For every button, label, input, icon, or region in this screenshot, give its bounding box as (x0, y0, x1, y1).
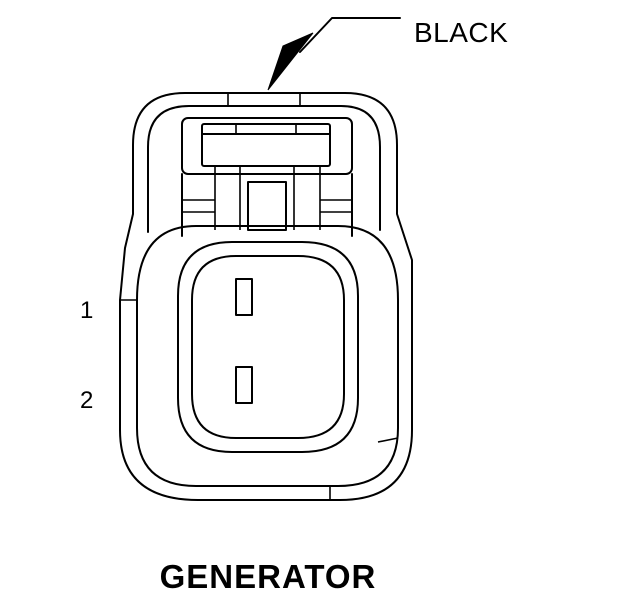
pin-2-terminal (235, 366, 253, 404)
pin-2-label: 2 (80, 387, 94, 414)
pin-1-terminal (235, 278, 253, 316)
color-leader-arrow (267, 17, 401, 91)
locking-latch (181, 117, 353, 237)
connector-housing (119, 92, 413, 501)
pin-1-label: 1 (80, 297, 94, 324)
connector-color-label: BLACK (414, 17, 509, 48)
diagram-title: GENERATOR (159, 558, 377, 595)
pin-cavity (177, 241, 359, 453)
